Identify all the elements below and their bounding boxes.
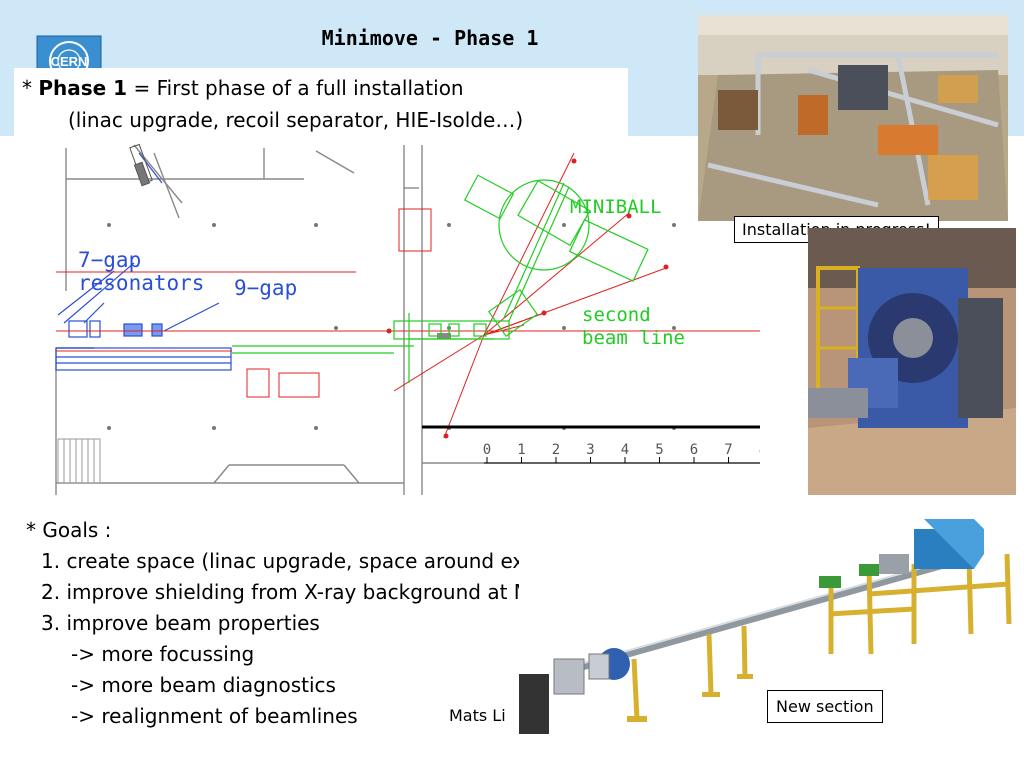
layout-drawing: 7−gap resonators 9−gap MINIBALL second b… bbox=[55, 143, 760, 495]
label-miniball: MINIBALL bbox=[570, 196, 662, 218]
installation-photo bbox=[698, 15, 1008, 221]
scale-tick-label: 5 bbox=[655, 442, 663, 458]
phase-definition: = First phase of a full installation bbox=[127, 76, 464, 100]
goal-subitem: -> more beam diagnostics bbox=[71, 673, 336, 697]
slide-title: Minimove - Phase 1 bbox=[321, 26, 539, 50]
phase-description: * Phase 1 = First phase of a full instal… bbox=[14, 68, 628, 138]
goals-heading: * Goals : bbox=[26, 518, 112, 542]
goal-subitem: -> more focussing bbox=[71, 642, 255, 666]
label-second: second bbox=[582, 304, 651, 326]
label-9gap: 9−gap bbox=[234, 276, 297, 300]
goal-subitem: -> realignment of beamlines bbox=[71, 704, 358, 728]
miniball-green bbox=[232, 174, 649, 383]
wall-hatch bbox=[57, 438, 101, 484]
phase-line-2: (linac upgrade, recoil separator, HIE-Is… bbox=[68, 108, 524, 132]
cern-logo-text: CERN bbox=[51, 54, 88, 69]
scale-tick-label: 6 bbox=[690, 442, 698, 458]
stand-feet bbox=[627, 674, 753, 722]
scale-tick-label: 4 bbox=[621, 442, 629, 458]
scale-tick-label: 2 bbox=[552, 442, 560, 458]
new-section-callout: New section bbox=[767, 690, 883, 723]
phase-bullet: * bbox=[22, 76, 39, 100]
scale-bar: 0 1 2 3 4 5 6 7 8 bbox=[422, 425, 760, 464]
goal-item: 3. improve beam properties bbox=[41, 611, 320, 635]
labels-diag bbox=[437, 333, 451, 339]
miniball-photo bbox=[808, 228, 1016, 495]
phase-term: Phase 1 bbox=[38, 76, 128, 100]
label-resonators: resonators bbox=[78, 271, 204, 295]
dark-element bbox=[129, 143, 153, 187]
linac-section bbox=[55, 152, 232, 371]
label-7gap: 7−gap bbox=[78, 248, 141, 272]
phase-line-1: * Phase 1 = First phase of a full instal… bbox=[22, 76, 464, 100]
scale-tick-label: 0 bbox=[483, 442, 491, 458]
red-dots bbox=[386, 158, 669, 439]
support-stands bbox=[631, 553, 1012, 720]
scale-tick-label: 8 bbox=[759, 442, 760, 458]
goals-list: * Goals : 1. create space (linac upgrade… bbox=[26, 515, 634, 732]
scale-tick-label: 7 bbox=[724, 442, 732, 458]
footer-author: Mats Li bbox=[449, 706, 506, 725]
label-beam-line: beam line bbox=[582, 327, 685, 349]
scale-tick-label: 3 bbox=[586, 442, 594, 458]
goal-item: 2. improve shielding from X-ray backgrou… bbox=[41, 580, 591, 604]
scale-tick-label: 1 bbox=[517, 442, 525, 458]
